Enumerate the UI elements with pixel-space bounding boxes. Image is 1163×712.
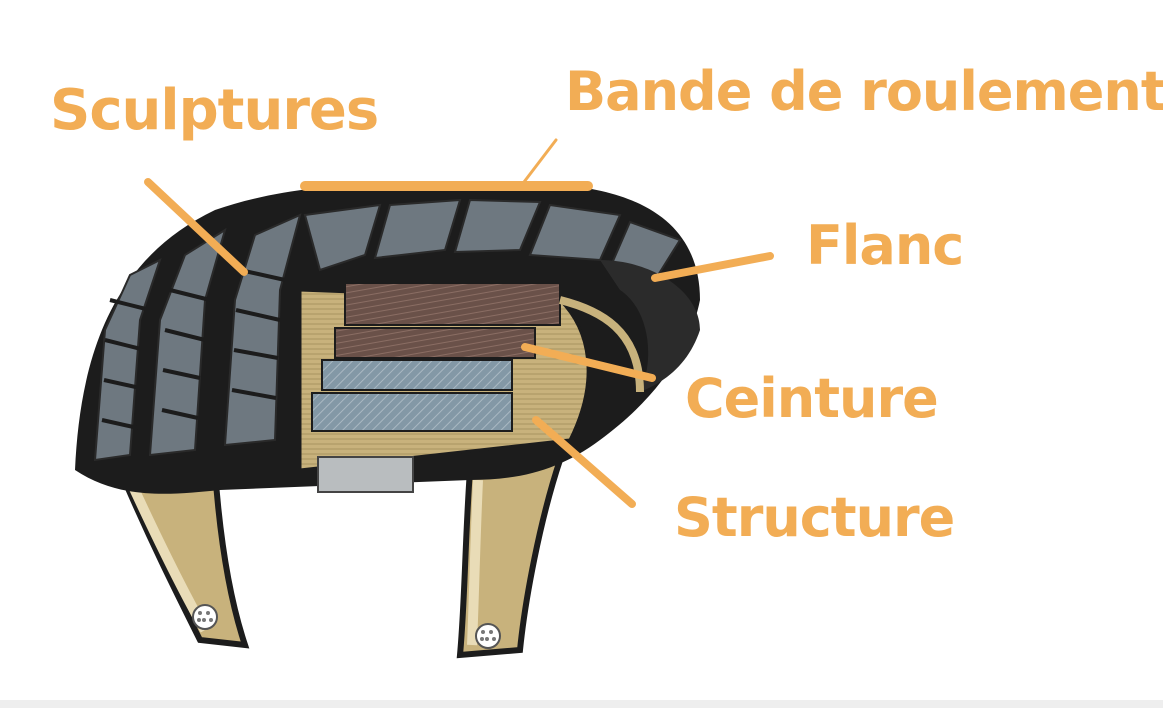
label-sculptures: Sculptures bbox=[50, 78, 379, 143]
leader-ceinture bbox=[521, 343, 656, 382]
belt-blue-bottom bbox=[311, 392, 513, 432]
leader-flanc bbox=[651, 252, 774, 282]
belt-blue-top bbox=[321, 359, 513, 391]
leader-bande bbox=[522, 138, 558, 184]
left-bead bbox=[192, 604, 218, 630]
belt-brown-bottom bbox=[334, 327, 536, 359]
belt-brown-top bbox=[344, 282, 561, 326]
label-flanc: Flanc bbox=[806, 214, 964, 277]
label-bande-de-roulement: Bande de roulement bbox=[565, 60, 1163, 123]
bottom-divider bbox=[0, 700, 1163, 708]
sidewall-shoulder bbox=[600, 260, 700, 392]
leader-structure bbox=[532, 416, 636, 508]
right-sidewall-inner bbox=[456, 456, 565, 659]
label-ceinture: Ceinture bbox=[685, 367, 939, 430]
right-bead bbox=[475, 623, 501, 649]
label-structure: Structure bbox=[674, 486, 955, 549]
inner-liner-patch bbox=[317, 456, 414, 493]
leader-sculptures bbox=[144, 178, 248, 276]
